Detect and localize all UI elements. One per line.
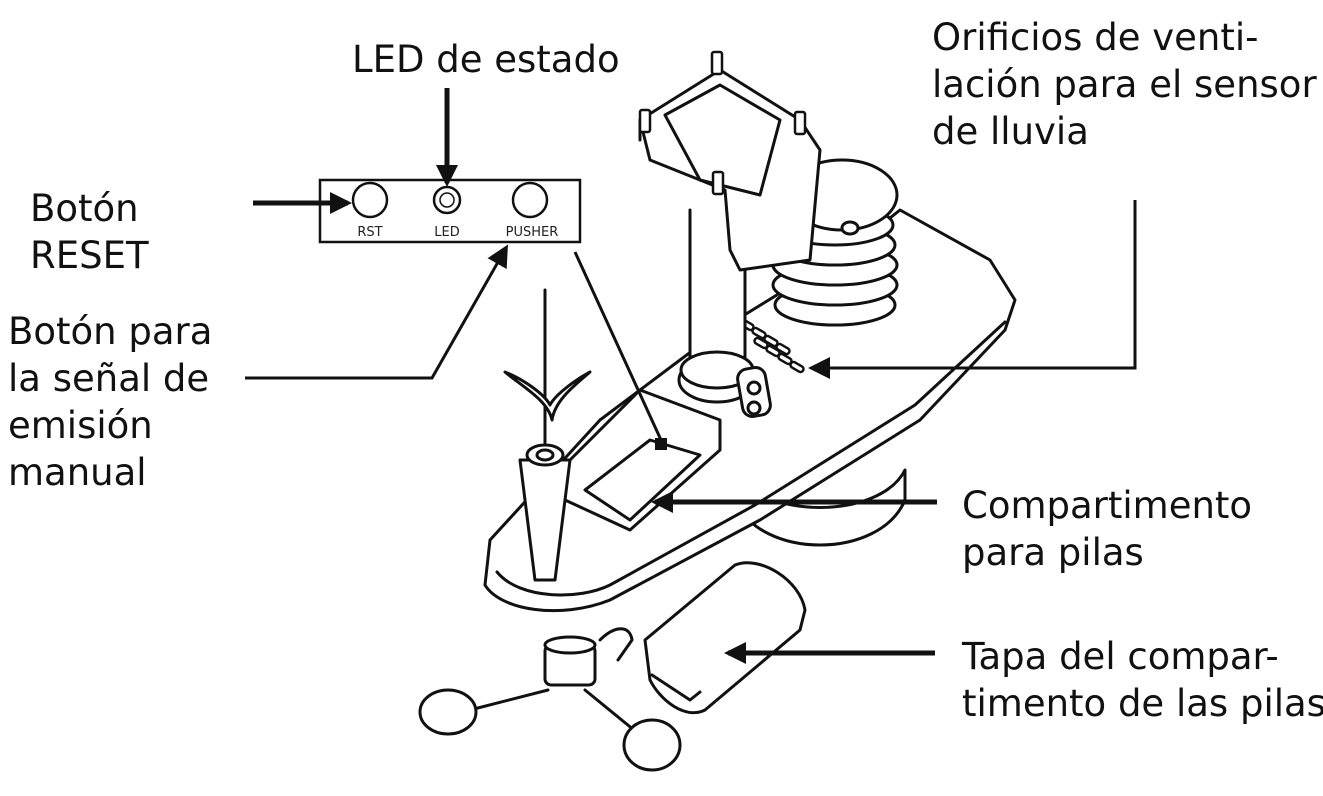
rst-button-shape	[351, 181, 389, 219]
panel-to-compartment-line	[573, 251, 663, 441]
panel-pusher-text: PUSHER	[506, 225, 559, 240]
leader-lines	[245, 88, 1137, 664]
reset-label: Botón RESET	[30, 187, 149, 277]
vents-leader	[808, 200, 1137, 379]
cover-label: Tapa del compar- timento de las pilas	[962, 635, 1323, 725]
panel-led-text: LED	[434, 225, 459, 240]
led-shape-inner	[439, 192, 455, 208]
vents-label: Orificios de venti- lación para el senso…	[932, 16, 1317, 153]
pusher-label: Botón para la señal de emisión manual	[8, 310, 213, 494]
pusher-button-shape	[511, 181, 549, 219]
pusher-leader	[245, 244, 508, 380]
anemometer	[418, 627, 682, 772]
control-panel: RST LED PUSHER	[318, 178, 582, 244]
mount-studs	[638, 50, 807, 196]
panel-rst-text: RST	[357, 225, 382, 240]
radiation-shield	[771, 158, 899, 327]
battery-label: Compartimento para pilas	[962, 484, 1253, 574]
sensor-body	[418, 50, 1017, 772]
led-label: LED de estado	[352, 38, 620, 81]
